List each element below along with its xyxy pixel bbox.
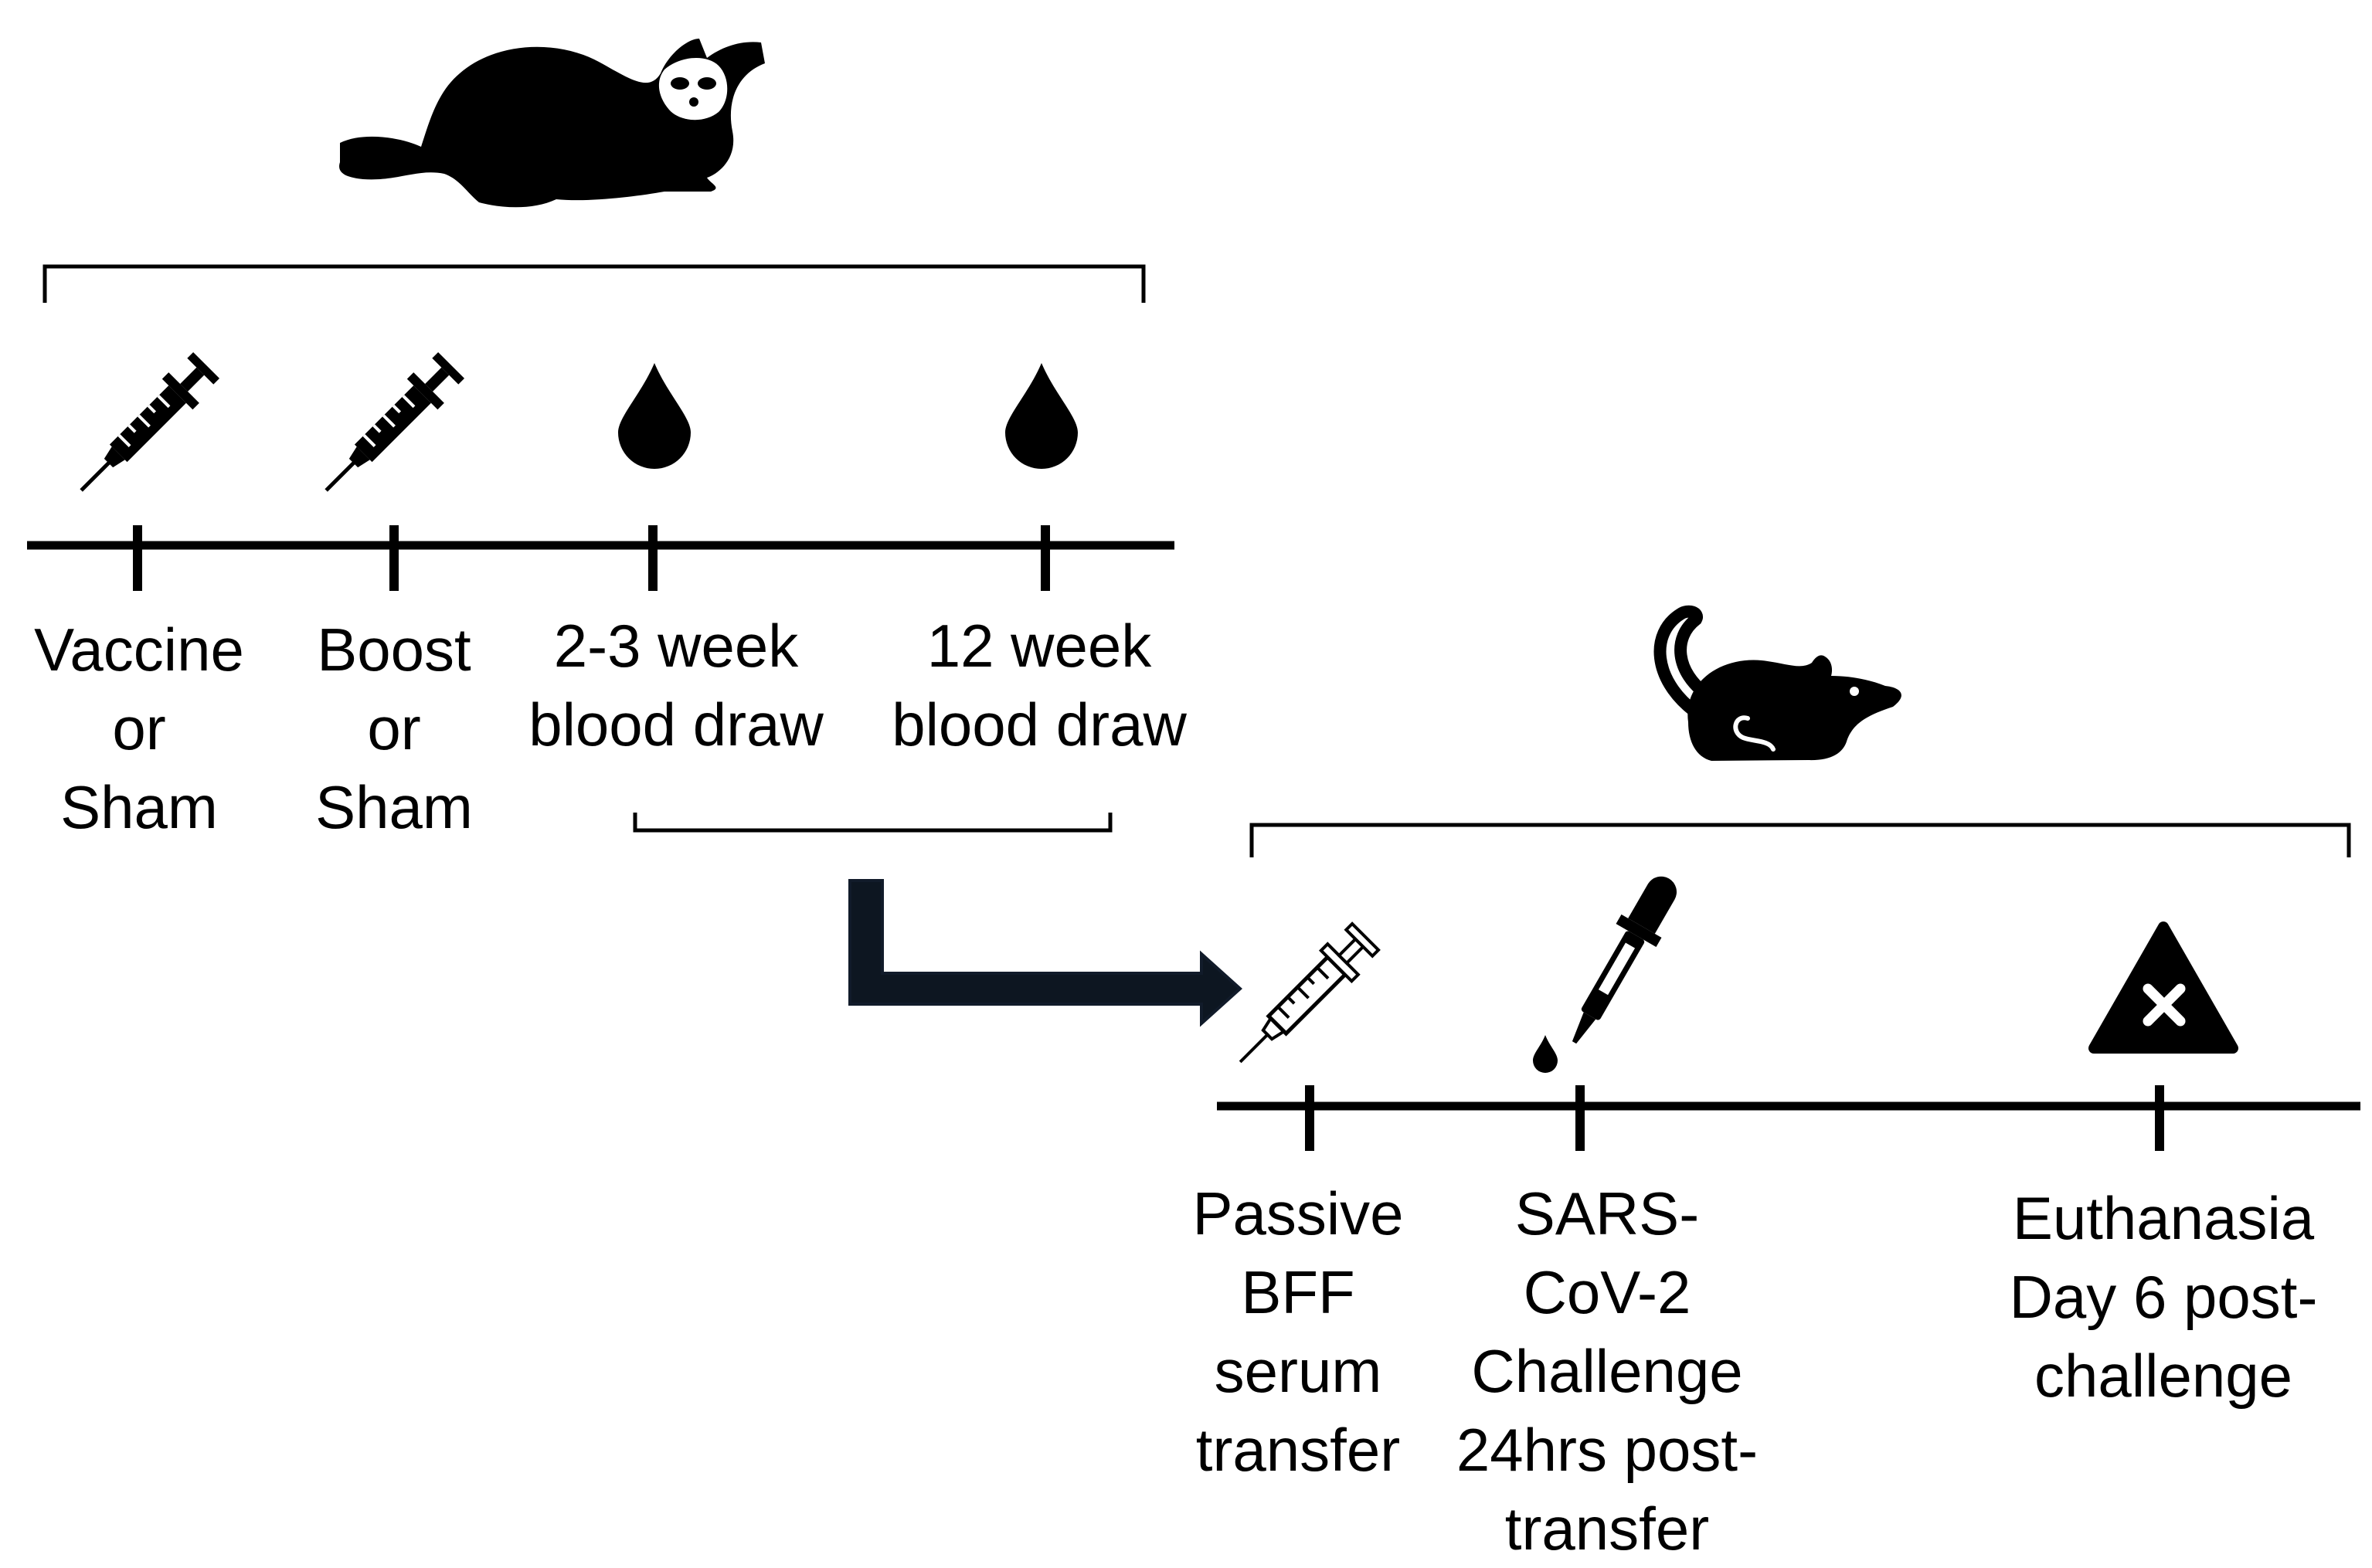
blood-drop-icon <box>618 363 691 469</box>
label-line: 2-3 week <box>553 612 799 680</box>
ferret-timeline-axis <box>27 525 1174 591</box>
label-line: 12 week <box>926 612 1152 680</box>
dropper-icon <box>1533 876 1677 1073</box>
label-line: Challenge <box>1471 1337 1743 1405</box>
label-line: 24hrs post- <box>1456 1416 1759 1484</box>
ferret-icon <box>339 39 766 208</box>
event-label-blood-draw-1: 2-3 week blood draw <box>510 606 842 764</box>
label-line: serum <box>1214 1337 1382 1405</box>
label-line: Sham <box>60 773 218 841</box>
label-line: BFF <box>1241 1258 1355 1326</box>
label-line: Day 6 post- <box>2009 1263 2318 1331</box>
event-label-blood-draw-2: 12 week blood draw <box>869 606 1209 764</box>
event-label-serum-transfer: Passive BFF serum transfer <box>1174 1174 1422 1489</box>
event-label-euthanasia: Euthanasia Day 6 post- challenge <box>1990 1179 2337 1415</box>
euthanasia-triangle-icon <box>2088 921 2238 1054</box>
event-label-boost: Boost or Sham <box>278 610 510 847</box>
event-label-challenge: SARS- CoV-2 Challenge 24hrs post- transf… <box>1437 1174 1777 1568</box>
label-line: blood draw <box>528 691 824 759</box>
syringe-icon <box>325 351 465 492</box>
label-line: Boost <box>317 616 471 684</box>
label-line: Vaccine <box>34 616 244 684</box>
hamster-timeline-axis <box>1217 1085 2360 1151</box>
blood-drop-icon <box>1005 363 1078 469</box>
event-label-vaccine: Vaccine or Sham <box>15 610 263 847</box>
label-line: challenge <box>2034 1342 2292 1410</box>
label-line: or <box>112 694 166 762</box>
label-line: or <box>367 694 421 762</box>
hamster-icon <box>1653 605 1901 761</box>
label-line: CoV-2 <box>1523 1258 1691 1326</box>
label-line: Euthanasia <box>2012 1184 2315 1252</box>
syringe-icon <box>80 351 220 492</box>
blood-draw-bracket <box>633 813 1113 833</box>
label-line: Passive <box>1192 1179 1404 1247</box>
ferret-bracket <box>42 264 1146 303</box>
label-line: blood draw <box>892 691 1187 759</box>
label-line: Sham <box>315 773 473 841</box>
syringe-outline-icon <box>1239 921 1381 1064</box>
transfer-arrow <box>848 879 1242 1027</box>
label-line: transfer <box>1504 1495 1710 1563</box>
hamster-bracket <box>1249 823 2351 857</box>
label-line: SARS- <box>1514 1179 1700 1247</box>
label-line: transfer <box>1195 1416 1401 1484</box>
